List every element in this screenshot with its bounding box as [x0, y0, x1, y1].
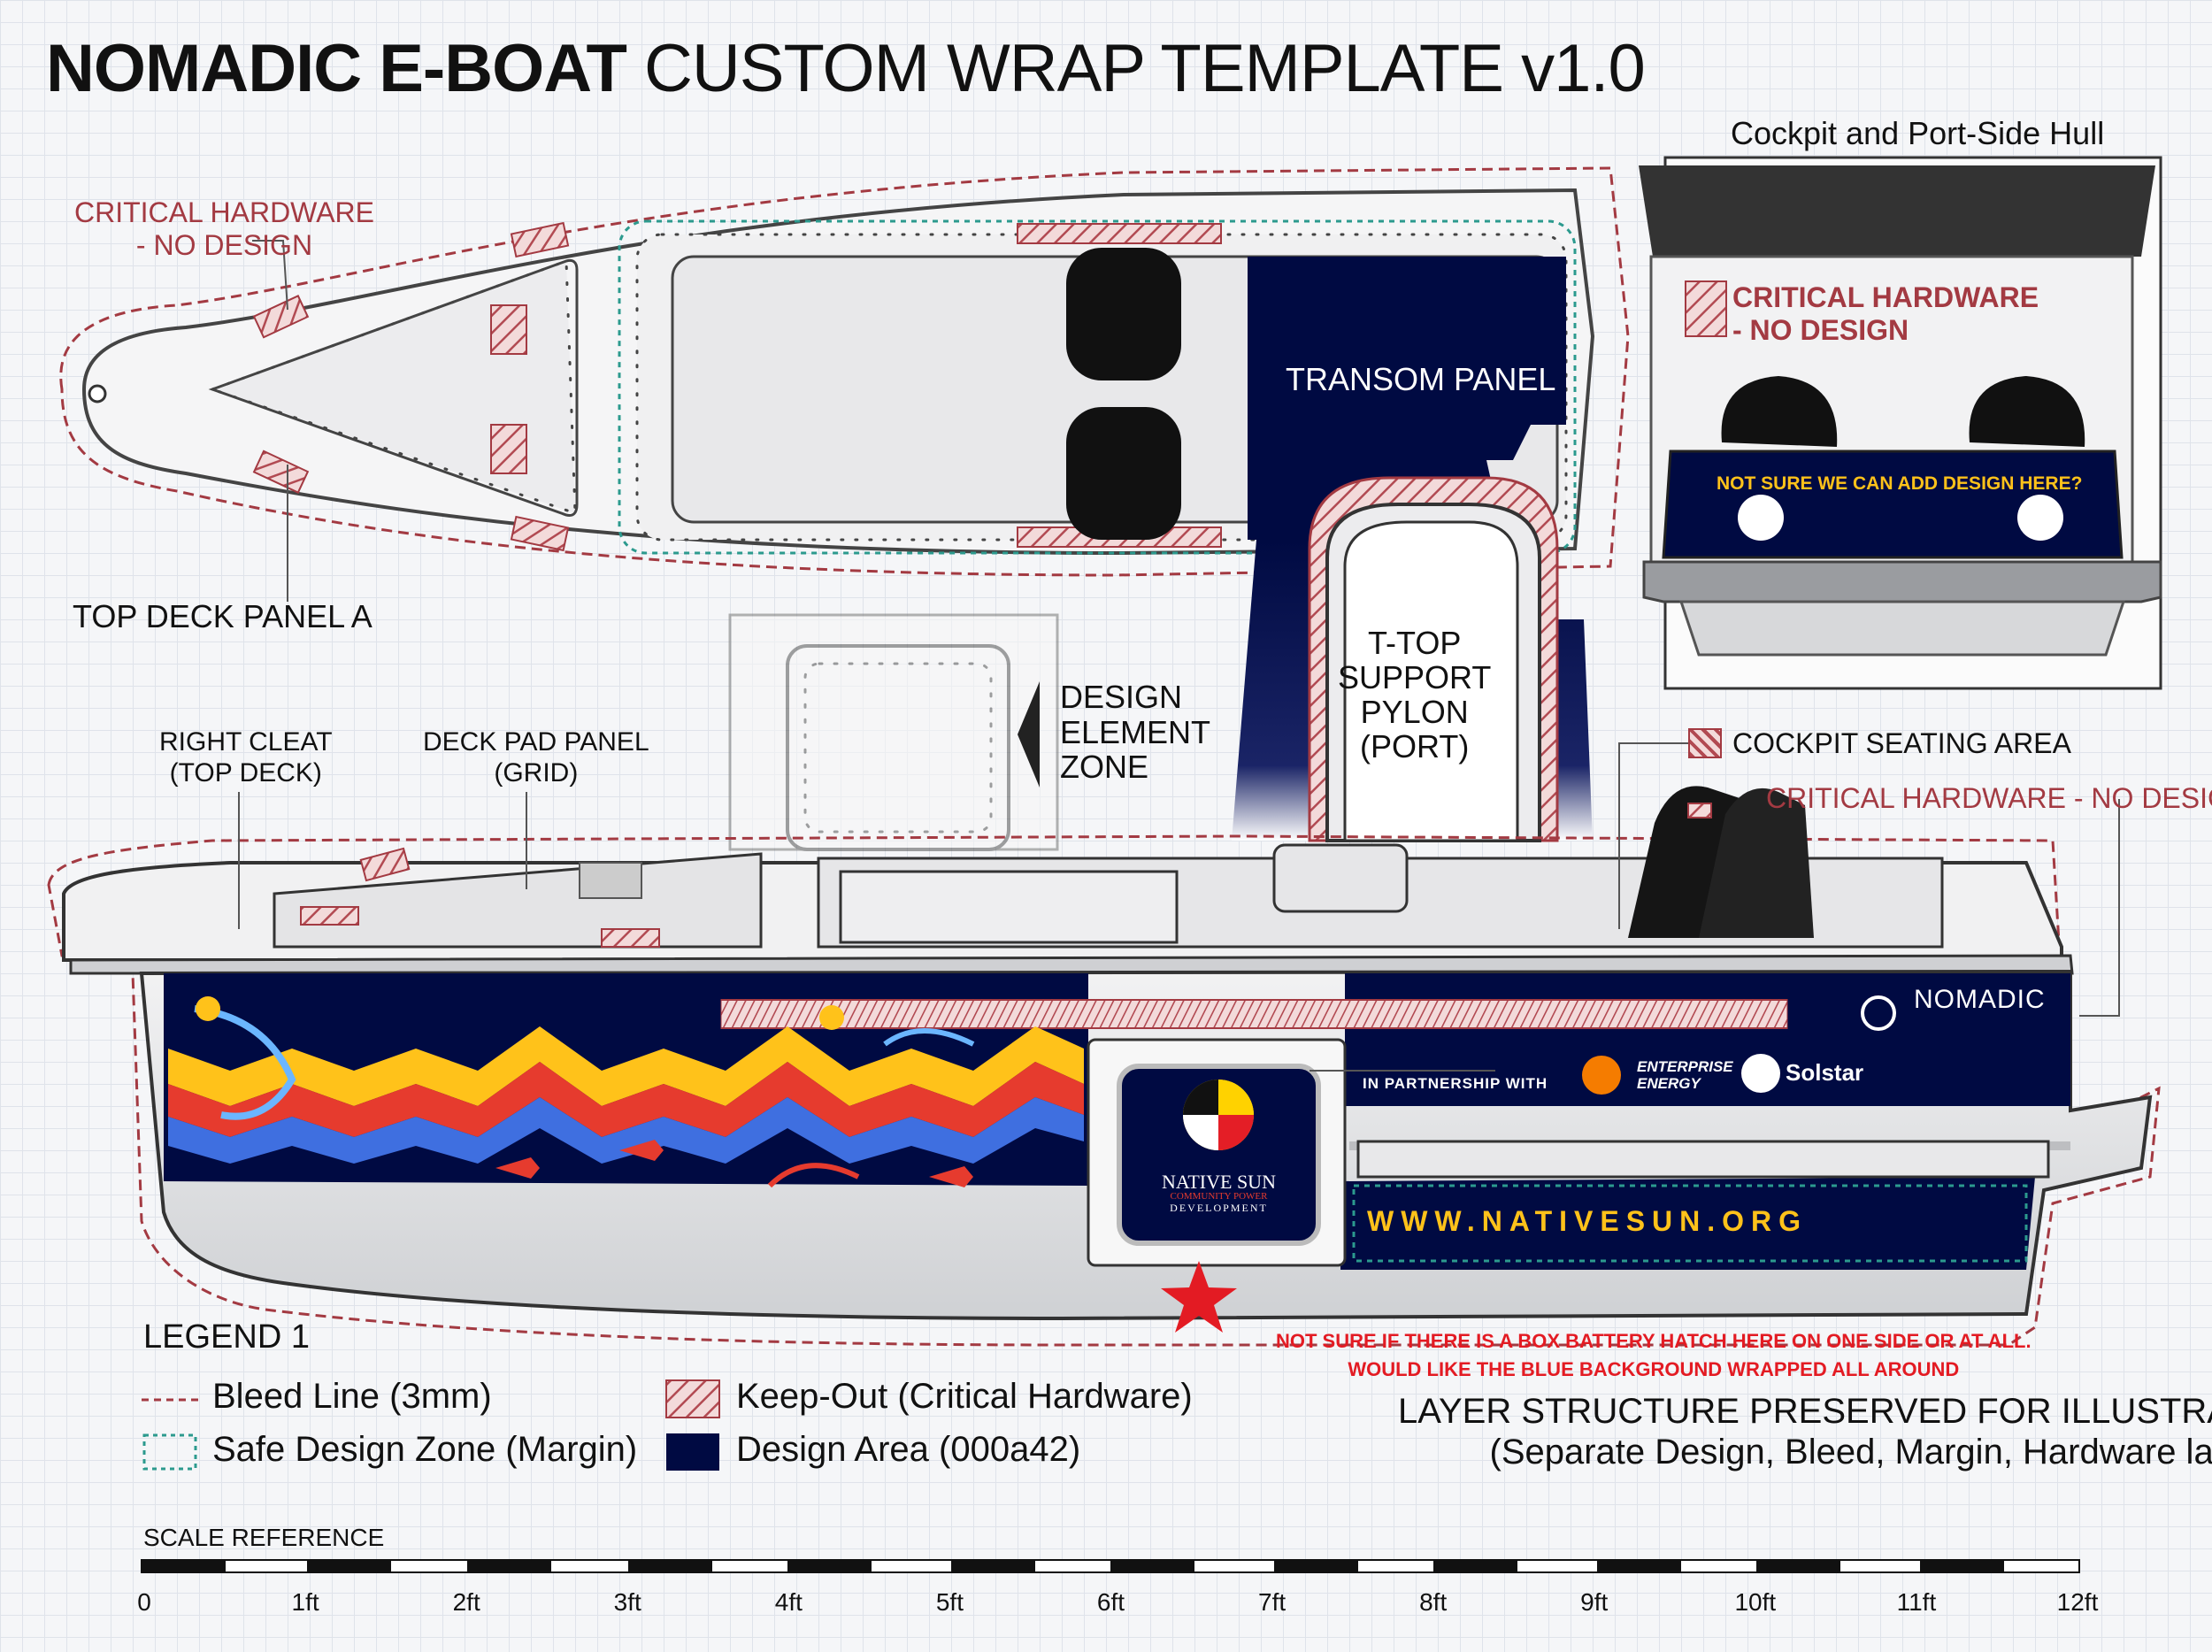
scale-tick-5: 5ft: [935, 1588, 964, 1616]
design-element-zone: [728, 613, 1059, 851]
scale-tick-9: 9ft: [1580, 1588, 1609, 1616]
native-sun-logo: NATIVE SUN COMMUNITY POWER DEVELOPMENT: [1162, 1171, 1276, 1214]
scale-tick-8: 8ft: [1419, 1588, 1448, 1616]
scale-tick-2: 2ft: [452, 1588, 480, 1616]
legend-keepout: Keep-Out (Critical Hardware): [736, 1377, 1193, 1416]
scale-tick-6: 6ft: [1096, 1588, 1125, 1616]
scale-title: SCALE REFERENCE: [143, 1524, 385, 1551]
transom-panel-label: TRANSOM PANEL: [1286, 361, 1556, 397]
layers-note: LAYER STRUCTURE PRESERVED FOR ILLUSTRATO…: [1398, 1392, 2212, 1471]
scale-tick-0: 0: [137, 1588, 151, 1616]
right-cleat-label: RIGHT CLEAT(TOP DECK): [159, 727, 333, 788]
nomadic-logo: NOMADIC: [1914, 985, 2046, 1014]
legend-design: Design Area (000a42): [736, 1430, 1081, 1469]
scale-tick-10: 10ft: [1734, 1588, 1777, 1616]
battery-note: NOT SURE IF THERE IS A BOX BATTERY HATCH…: [1276, 1330, 2032, 1380]
legend-bleed: Bleed Line (3mm): [212, 1377, 492, 1416]
legend-design-swatch: [666, 1433, 719, 1471]
side-profile: [47, 786, 2161, 1347]
zone-arrow-icon: [1018, 681, 1040, 788]
title-bold: NOMADIC E-BOAT: [46, 31, 627, 106]
cockpit-seating-label: COCKPIT SEATING AREA: [1688, 727, 2071, 760]
critical-hardware-label-side: CRITICAL HARDWARE - NO DESIGN: [1766, 782, 2212, 814]
inset-critical-label: CRITICAL HARDWARE- NO DESIGN: [1732, 281, 2039, 346]
scale-bar: [141, 1559, 2080, 1573]
critical-hardware-label-top: CRITICAL HARDWARE- NO DESIGN: [74, 196, 374, 261]
scale-tick-3: 3ft: [613, 1588, 641, 1616]
top-deck-panel-label: TOP DECK PANEL A: [73, 598, 373, 634]
legend-safe-swatch: [142, 1433, 197, 1471]
ttop-pylon: [1232, 476, 1593, 842]
scale-tick-12: 12ft: [2056, 1588, 2099, 1616]
legend-title: LEGEND 1: [143, 1318, 310, 1356]
partnership-label: IN PARTNERSHIP WITH: [1363, 1075, 1548, 1092]
legend-safe: Safe Design Zone (Margin): [212, 1430, 638, 1469]
scale-tick-11: 11ft: [1896, 1588, 1937, 1616]
page-title: NOMADIC E-BOAT CUSTOM WRAP TEMPLATE v1.0: [46, 35, 1646, 103]
solstar-logo: Solstar: [1786, 1059, 1864, 1086]
alert-star-icon: [1161, 1261, 1237, 1333]
scale-tick-4: 4ft: [774, 1588, 803, 1616]
scale-tick-1: 1ft: [291, 1588, 319, 1616]
hatch-swatch-icon: [1688, 728, 1722, 759]
inset-note: NOT SURE WE CAN ADD DESIGN HERE?: [1717, 473, 2083, 494]
cockpit-inset: [1639, 156, 2162, 690]
native-pattern: [168, 996, 1084, 1188]
top-deck-view: [59, 166, 1630, 577]
title-rest: CUSTOM WRAP TEMPLATE v1.0: [644, 31, 1646, 106]
website-text: WWW.NATIVESUN.ORG: [1367, 1205, 1809, 1237]
legend-keepout-swatch: [665, 1379, 720, 1418]
inset-title: Cockpit and Port-Side Hull: [1731, 115, 2105, 151]
leader-lines: [238, 240, 2120, 1072]
deck-pad-label: DECK PAD PANEL(GRID): [423, 727, 649, 788]
scale-tick-7: 7ft: [1258, 1588, 1286, 1616]
